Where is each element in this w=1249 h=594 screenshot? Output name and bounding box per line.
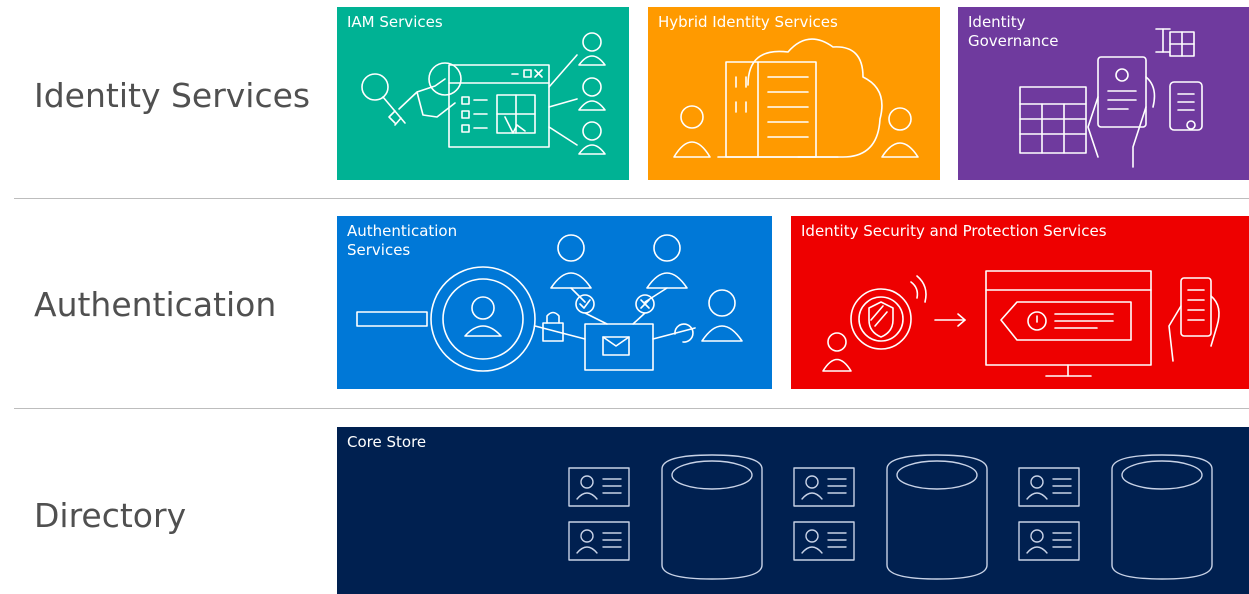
- tile-identity-security-protection-title: Identity Security and Protection Service…: [801, 222, 1107, 240]
- tile-authentication-services-title-line1: Authentication: [347, 222, 458, 240]
- tile-iam-services-title: IAM Services: [347, 13, 443, 31]
- hybrid-cloud-illustration-icon: [673, 38, 919, 158]
- tile-authentication-services-title: Authentication Services: [347, 222, 457, 260]
- tile-core-store-title: Core Store: [347, 433, 427, 451]
- iam-illustration-icon: [361, 32, 606, 155]
- tile-authentication-services[interactable]: Authentication Services: [337, 216, 772, 389]
- database-icon: [886, 454, 988, 580]
- contact-card-icon: [1018, 467, 1080, 507]
- database-icon: [661, 454, 763, 580]
- tile-hybrid-identity-services[interactable]: Hybrid Identity Services: [648, 7, 940, 180]
- governance-illustration-icon: [1019, 28, 1203, 168]
- tile-hybrid-identity-services-title: Hybrid Identity Services: [658, 13, 838, 31]
- contact-card-icon: [793, 467, 855, 507]
- divider-bottom: [14, 408, 1249, 409]
- tile-identity-governance-title-line1: Identity: [968, 13, 1026, 31]
- security-illustration-icon: [822, 270, 1220, 377]
- row-label-directory: Directory: [34, 496, 187, 535]
- tile-core-store[interactable]: Core Store: [337, 427, 1249, 594]
- tile-identity-governance-title: Identity Governance: [968, 13, 1059, 51]
- row-label-authentication: Authentication: [34, 285, 277, 324]
- core-store-illustration-icon: [568, 454, 1213, 580]
- tile-identity-governance[interactable]: Identity Governance: [958, 7, 1249, 180]
- contact-card-icon: [568, 467, 630, 507]
- authentication-illustration-icon: [356, 234, 743, 372]
- database-icon: [1111, 454, 1213, 580]
- tile-identity-security-protection[interactable]: Identity Security and Protection Service…: [791, 216, 1249, 389]
- tile-iam-services[interactable]: IAM Services: [337, 7, 629, 180]
- contact-card-icon: [1018, 521, 1080, 561]
- tile-identity-governance-title-line2: Governance: [968, 32, 1059, 50]
- row-label-identity-services: Identity Services: [34, 76, 311, 115]
- tile-authentication-services-title-line2: Services: [347, 241, 411, 259]
- contact-card-icon: [568, 521, 630, 561]
- divider-top: [14, 198, 1249, 199]
- contact-card-icon: [793, 521, 855, 561]
